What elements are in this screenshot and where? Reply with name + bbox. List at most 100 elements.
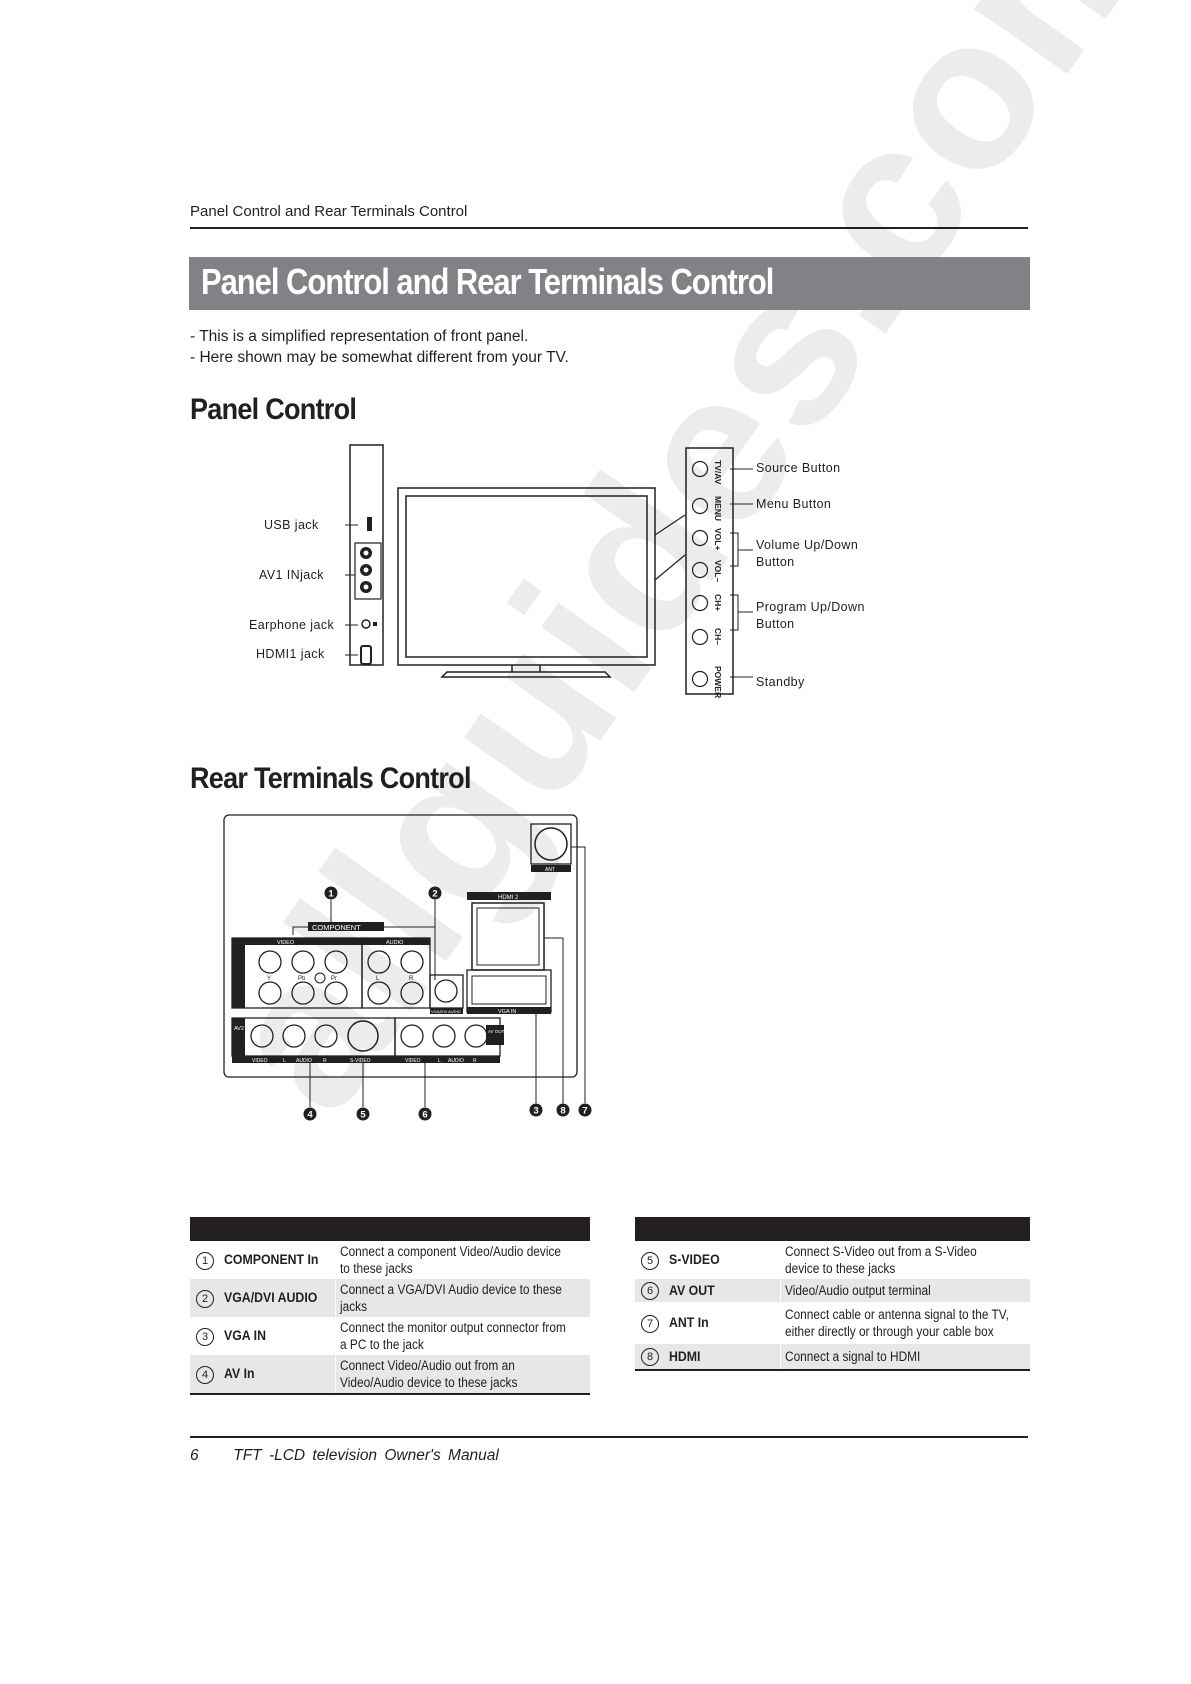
button-mark: CH–	[713, 628, 723, 645]
terminal-name: ANT In	[669, 1314, 709, 1330]
footer-divider	[190, 1436, 1028, 1438]
button-mark: POWER	[713, 666, 723, 698]
intro-line-2: - Here shown may be somewhat different f…	[190, 349, 569, 366]
callout-8: 8	[560, 1106, 565, 1117]
rear-terminals-diagram: ANT HDMI 2 VGA IN COMPONENT VIDEO Y Pb P…	[223, 814, 592, 1121]
callout-7: 7	[582, 1106, 587, 1117]
bottom-label: R	[473, 1058, 477, 1064]
av-out-jack-icon	[400, 1024, 424, 1048]
usb-jack-label: USB jack	[264, 518, 319, 532]
callout-3: 3	[533, 1106, 538, 1117]
terminal-description: Connect Video/Audio out from an Video/Au…	[339, 1358, 517, 1390]
program-button-label-2: Button	[756, 617, 795, 631]
hdmi2-mark: HDMI 2	[498, 895, 519, 901]
component-jack-icon	[291, 950, 315, 974]
tv-outline	[397, 487, 656, 666]
table-header-bar	[190, 1217, 591, 1241]
terminal-name: HDMI	[669, 1347, 701, 1364]
terminal-name: VGA IN	[224, 1327, 266, 1343]
terminal-description: Connect S-Video out from a S-Video devic…	[784, 1244, 977, 1276]
y-mark: Y	[267, 976, 271, 982]
panel-control-diagram: TV/AV MENU VOL+ VOL– CH+ CH– POWER	[345, 444, 753, 698]
standby-label: Standby	[756, 675, 805, 689]
table-row: 7 ANT In Connect cable or antenna signal…	[635, 1302, 1031, 1344]
terminals-table-left: 1 COMPONENT In Connect a component Video…	[190, 1217, 591, 1395]
power-button-icon	[691, 670, 709, 688]
earphone-jack-icon	[361, 619, 371, 629]
hdmi1-jack-label: HDMI1 jack	[256, 647, 325, 661]
video-mark: VIDEO	[277, 940, 295, 946]
row-number: 5	[641, 1251, 659, 1270]
row-number: 6	[641, 1282, 659, 1300]
bottom-label: L	[283, 1058, 286, 1064]
callout-2: 2	[432, 889, 437, 900]
section-banner: Panel Control and Rear Terminals Control	[189, 257, 1030, 310]
component-jack-icon	[324, 981, 348, 1005]
volume-button-label-1: Volume Up/Down	[756, 538, 859, 552]
component-mark: COMPONENT	[312, 923, 361, 932]
table-row: 2 VGA/DVI AUDIO Connect a VGA/DVI Audio …	[190, 1279, 591, 1317]
av-in-jack-icon	[314, 1024, 338, 1048]
av-out-jack-icon	[464, 1024, 488, 1048]
terminal-name: COMPONENT In	[224, 1251, 319, 1267]
row-number: 7	[641, 1314, 659, 1333]
bottom-label: VIDEO	[252, 1058, 268, 1064]
header-divider	[190, 227, 1028, 229]
vol-down-button-icon	[691, 561, 709, 579]
table-row: 8 HDMI Connect a signal to HDMI	[635, 1344, 1031, 1370]
row-number: 3	[196, 1327, 214, 1346]
audio-jack-icon	[367, 950, 391, 974]
terminal-description: Connect a component Video/Audio device t…	[339, 1244, 561, 1276]
table-row: 1 COMPONENT In Connect a component Video…	[190, 1241, 591, 1279]
terminal-description: Connect the monitor output connector fro…	[339, 1320, 566, 1352]
ant-port-icon	[534, 827, 568, 861]
bottom-label: S-VIDEO	[350, 1058, 371, 1064]
av1-jack-label: AV1 INjack	[259, 568, 324, 582]
terminal-name: AV In	[224, 1365, 255, 1381]
volume-button-label-2: Button	[756, 555, 795, 569]
vga-dvi-audio-mark: VGA/DVI AUDIO	[431, 1009, 461, 1014]
page-footer: 6 TFT -LCD television Owner's Manual	[190, 1447, 499, 1465]
manual-title: TFT -LCD television Owner's Manual	[233, 1447, 499, 1464]
panel-control-heading: Panel Control	[190, 393, 357, 426]
av-in-jack-icon	[250, 1024, 274, 1048]
av-out-jack-icon	[432, 1024, 456, 1048]
callout-5: 5	[360, 1110, 366, 1121]
rear-panel-outline	[223, 814, 578, 1078]
intro-line-1: - This is a simplified representation of…	[190, 328, 529, 345]
terminals-table-right: 5 S-VIDEO Connect S-Video out from a S-V…	[635, 1217, 1031, 1371]
row-number: 1	[196, 1251, 214, 1270]
callout-1: 1	[328, 889, 334, 900]
bottom-label: VIDEO	[405, 1058, 421, 1064]
earphone-jack-label: Earphone jack	[249, 618, 335, 632]
terminal-description: Connect a signal to HDMI	[784, 1349, 920, 1364]
av-in-jack-icon	[282, 1024, 306, 1048]
av-out-mark: AV OUT	[488, 1029, 505, 1034]
tv-screen	[405, 495, 648, 658]
audio-mark: AUDIO	[386, 940, 404, 946]
bottom-label: R	[323, 1058, 327, 1064]
ch-down-button-icon	[691, 628, 709, 646]
hdmi1-port-icon	[360, 645, 372, 665]
banner-title: Panel Control and Rear Terminals Control	[201, 261, 774, 302]
ant-port-frame	[530, 823, 572, 865]
terminal-description: Connect a VGA/DVI Audio device to these …	[339, 1282, 562, 1314]
ant-mark: ANT	[545, 867, 555, 873]
callout-6: 6	[422, 1110, 427, 1121]
button-mark: MENU	[713, 496, 723, 521]
usb-port-icon	[367, 517, 372, 531]
s-video-jack-icon	[347, 1020, 379, 1052]
table-row: 6 AV OUT Video/Audio output terminal	[635, 1279, 1031, 1302]
hdmi2-port-icon	[471, 902, 545, 971]
source-button-icon	[691, 460, 709, 478]
r-mark: R	[409, 976, 414, 982]
terminal-name: S-VIDEO	[669, 1251, 720, 1267]
component-jack-icon	[324, 950, 348, 974]
bottom-label: AUDIO	[296, 1058, 312, 1064]
bottom-label: AUDIO	[448, 1058, 464, 1064]
audio-jack-icon	[400, 950, 424, 974]
program-button-label-1: Program Up/Down	[756, 600, 865, 614]
audio-jack-icon	[367, 981, 391, 1005]
terminal-description: Connect cable or antenna signal to the T…	[784, 1307, 1009, 1339]
pr-mark: Pr	[331, 976, 337, 982]
